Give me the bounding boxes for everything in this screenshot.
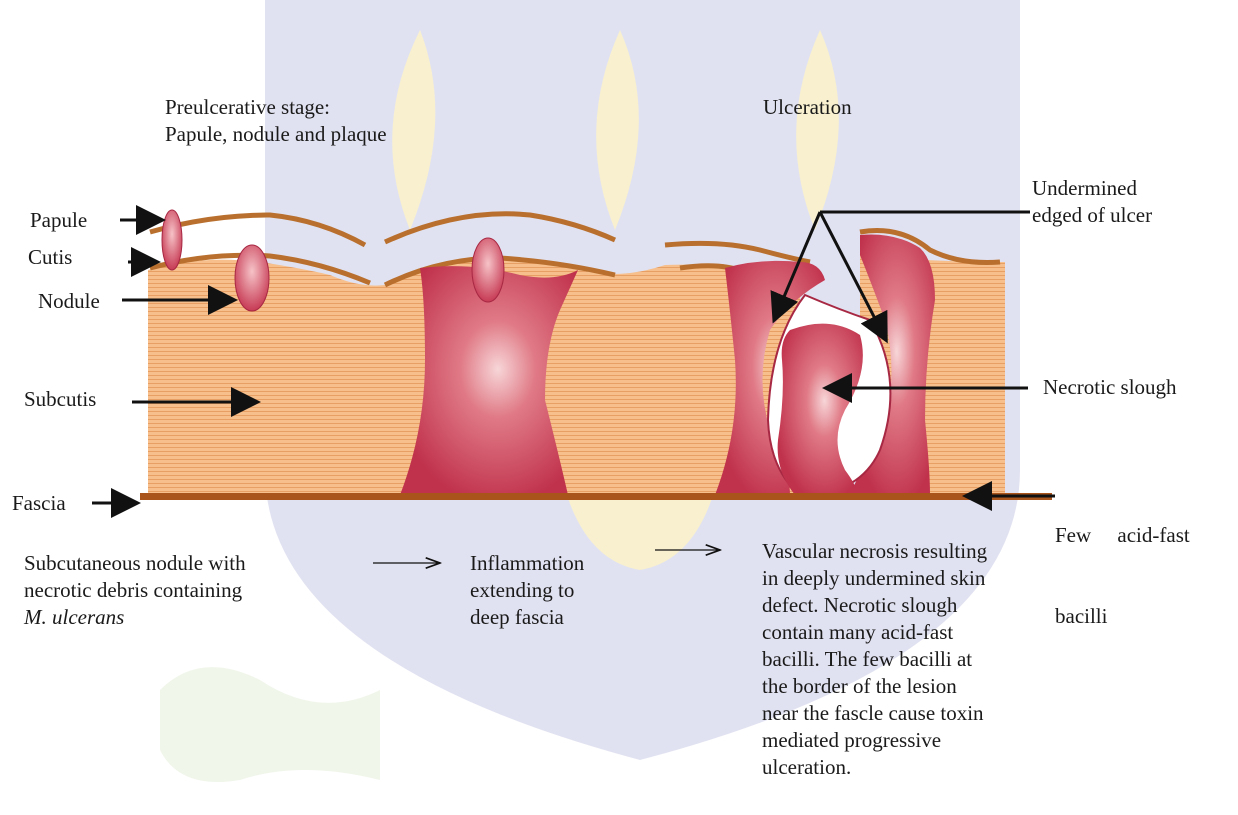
few-bacilli-line-2: bacilli: [1055, 603, 1190, 630]
stage3-line-1: Vascular necrosis resulting: [762, 538, 987, 565]
stage3-caption: Vascular necrosis resulting in deeply un…: [762, 538, 987, 781]
preulcerative-title: Preulcerative stage: Papule, nodule and …: [165, 94, 387, 148]
nodule-label: Nodule: [38, 288, 100, 315]
cutis-label: Cutis: [28, 244, 72, 271]
nodule-center: [472, 238, 504, 302]
stage3-line-5: bacilli. The few bacilli at: [762, 646, 987, 673]
stage3-line-7: near the fascle cause toxin: [762, 700, 987, 727]
stage1-line-1: Subcutaneous nodule with: [24, 550, 246, 577]
ulceration-title: Ulceration: [763, 94, 852, 121]
stage2-caption: Inflammation extending to deep fascia: [470, 550, 584, 631]
few-bacilli-line-1: Few acid-fast: [1055, 522, 1190, 549]
stage1-line-2: necrotic debris containing: [24, 577, 246, 604]
fascia-label: Fascia: [12, 490, 66, 517]
stage3-line-4: contain many acid-fast: [762, 619, 987, 646]
undermined-label: Undermined edged of ulcer: [1032, 175, 1152, 229]
stage2-line-3: deep fascia: [470, 604, 584, 631]
papule-label: Papule: [30, 207, 87, 234]
subcutis-label: Subcutis: [24, 386, 96, 413]
papule-shape: [162, 210, 182, 270]
stage3-line-3: defect. Necrotic slough: [762, 592, 987, 619]
preulcerative-line-2: Papule, nodule and plaque: [165, 121, 387, 148]
undermined-line-1: Undermined: [1032, 175, 1152, 202]
undermined-line-2: edged of ulcer: [1032, 202, 1152, 229]
few-bacilli-label: Few acid-fast bacilli: [1055, 468, 1190, 657]
preulcerative-line-1: Preulcerative stage:: [165, 94, 387, 121]
stage3-line-2: in deeply undermined skin: [762, 565, 987, 592]
stage3-line-9: ulceration.: [762, 754, 987, 781]
nodule-shape: [235, 245, 269, 311]
stage1-caption: Subcutaneous nodule with necrotic debris…: [24, 550, 246, 631]
stage2-line-2: extending to: [470, 577, 584, 604]
necrotic-slough-label: Necrotic slough: [1043, 374, 1177, 401]
stage1-organism: M. ulcerans: [24, 604, 246, 631]
stage3-line-8: mediated progressive: [762, 727, 987, 754]
stage3-line-6: the border of the lesion: [762, 673, 987, 700]
stage2-line-1: Inflammation: [470, 550, 584, 577]
fascia-layer: [140, 493, 1052, 500]
